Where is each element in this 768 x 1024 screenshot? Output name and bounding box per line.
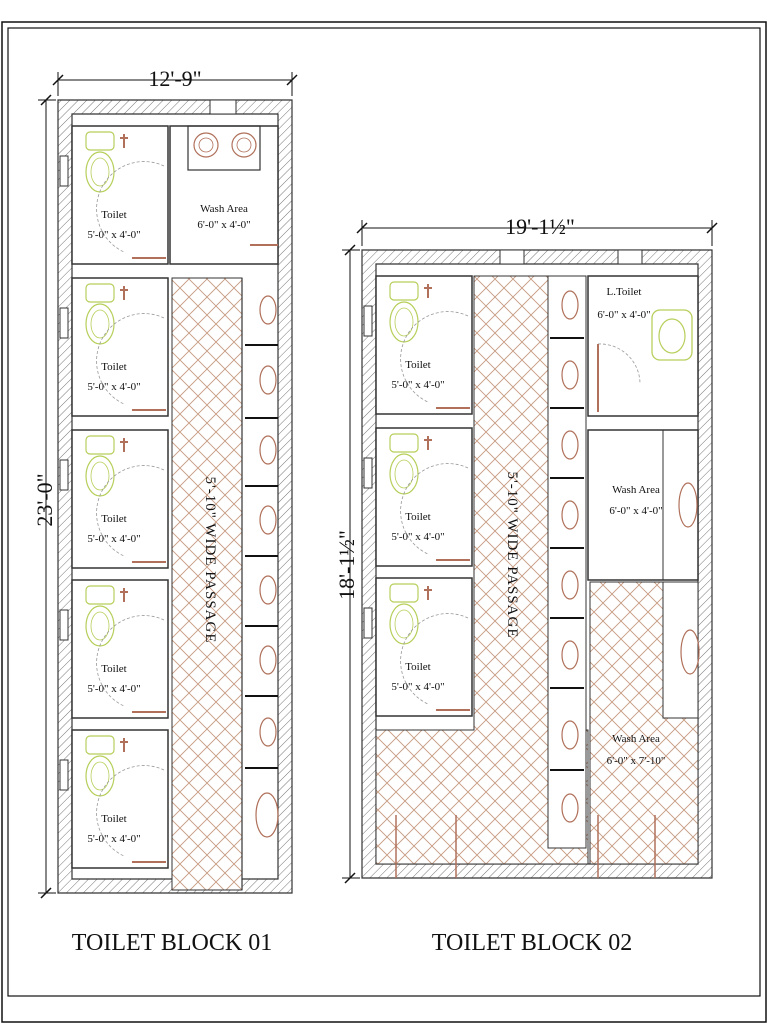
- urinal-icon: [259, 575, 277, 605]
- tap-icon: [120, 286, 128, 300]
- block1-urinals: [245, 295, 279, 838]
- toilet-seat-icon: [658, 318, 686, 354]
- sheet-border-inner: [7, 27, 761, 997]
- block1-wash-area-size: 6'-0" x 4'-0": [197, 219, 250, 231]
- window-icon: [363, 305, 373, 337]
- block2-l-toilet-name: L.Toilet: [607, 286, 642, 298]
- urinal-icon: [561, 500, 579, 530]
- toilet-name: Toilet: [101, 513, 127, 525]
- basin-icon: [678, 482, 698, 528]
- window-icon: [363, 607, 373, 639]
- toilet-name: Toilet: [405, 511, 431, 523]
- block1-width-dimension: 12'-9": [148, 66, 201, 91]
- block2-passage-label: 5'-10" WIDE PASSAGE: [504, 471, 520, 638]
- toilet-stall: Toilet 5'-0" x 4'-0": [59, 277, 169, 417]
- toilet-size: 5'-0" x 4'-0": [391, 531, 444, 543]
- window-icon: [59, 459, 69, 491]
- toilet-size: 5'-0" x 4'-0": [391, 681, 444, 693]
- toilet-name: Toilet: [101, 209, 127, 221]
- block2-wash-area-2-name: Wash Area: [612, 733, 660, 745]
- toilet-size: 5'-0" x 4'-0": [87, 229, 140, 241]
- window-icon: [209, 99, 237, 115]
- toilet-block-02: L.Toilet 6'-0" x 4'-0" Wash Area 6'-0" x…: [334, 214, 718, 956]
- block2-urinals: [550, 290, 584, 823]
- toilet-name: Toilet: [101, 813, 127, 825]
- basin-icon: [231, 132, 257, 158]
- toilet-size: 5'-0" x 4'-0": [87, 683, 140, 695]
- urinal-icon: [561, 430, 579, 460]
- window-icon: [59, 609, 69, 641]
- window-icon: [59, 759, 69, 791]
- window-icon: [59, 307, 69, 339]
- toilet-stall: Toilet 5'-0" x 4'-0": [59, 125, 169, 265]
- urinal-icon: [259, 435, 277, 465]
- toilet-stall: Toilet 5'-0" x 4'-0": [363, 577, 473, 717]
- block2-wash-area-1-size: 6'-0" x 4'-0": [609, 505, 662, 517]
- toilet-name: Toilet: [405, 359, 431, 371]
- toilet-name: Toilet: [101, 361, 127, 373]
- block2-l-toilet-size: 6'-0" x 4'-0": [597, 309, 650, 321]
- block2-height-dimension: 18'-1½": [334, 530, 359, 600]
- toilet-name: Toilet: [101, 663, 127, 675]
- window-icon: [617, 249, 643, 265]
- urinal-icon: [259, 295, 277, 325]
- urinal-icon: [561, 360, 579, 390]
- window-icon: [59, 155, 69, 187]
- urinal-icon: [561, 290, 579, 320]
- toilet-size: 5'-0" x 4'-0": [87, 533, 140, 545]
- toilet-size: 5'-0" x 4'-0": [87, 833, 140, 845]
- tap-icon: [424, 586, 432, 600]
- toilet-stall: Toilet 5'-0" x 4'-0": [363, 427, 473, 567]
- basin-icon: [680, 629, 700, 675]
- tap-icon: [120, 738, 128, 752]
- block1-passage-label: 5'-10" WIDE PASSAGE: [202, 476, 218, 643]
- urinal-icon: [561, 720, 579, 750]
- block2-l-toilet: [587, 275, 699, 417]
- block1-wash-area-name: Wash Area: [200, 203, 248, 215]
- toilet-size: 5'-0" x 4'-0": [87, 381, 140, 393]
- tap-icon: [120, 588, 128, 602]
- block1-wash-area: [169, 125, 279, 265]
- basin-icon: [193, 132, 219, 158]
- toilet-stall: Toilet 5'-0" x 4'-0": [59, 729, 169, 869]
- urinal-icon: [259, 717, 277, 747]
- toilet-stall: Toilet 5'-0" x 4'-0": [59, 579, 169, 719]
- toilet-stall: Toilet 5'-0" x 4'-0": [59, 429, 169, 569]
- urinal-icon: [561, 570, 579, 600]
- block2-wash-area-1-name: Wash Area: [612, 484, 660, 496]
- tap-icon: [120, 438, 128, 452]
- block1-height-dimension: 23'-0": [32, 473, 57, 526]
- urinal-icon: [561, 793, 579, 823]
- tap-icon: [120, 134, 128, 148]
- sheet-border-outer: [1, 21, 767, 1023]
- toilet-stall: Toilet 5'-0" x 4'-0": [363, 275, 473, 415]
- block2-width-dimension: 19'-1½": [505, 214, 575, 239]
- toilet-name: Toilet: [405, 661, 431, 673]
- block2-wash-area-2-size: 6'-0" x 7'-10": [607, 755, 666, 767]
- urinal-icon: [259, 365, 277, 395]
- tap-icon: [424, 436, 432, 450]
- block2-wash-area-1: [587, 429, 699, 581]
- block2-title: TOILET BLOCK 02: [432, 930, 632, 956]
- urinal-icon: [259, 645, 277, 675]
- window-icon: [499, 249, 525, 265]
- block1-passage: [171, 277, 243, 891]
- toilet-block-01: Wash Area 6'-0" x 4'-0" Toilet 5'-0" x 4'…: [32, 66, 298, 956]
- tap-icon: [424, 284, 432, 298]
- toilet-size: 5'-0" x 4'-0": [391, 379, 444, 391]
- urinal-icon: [561, 640, 579, 670]
- urinal-icon: [259, 505, 277, 535]
- urinal-icon: [255, 792, 279, 838]
- window-icon: [363, 457, 373, 489]
- block1-title: TOILET BLOCK 01: [72, 930, 272, 956]
